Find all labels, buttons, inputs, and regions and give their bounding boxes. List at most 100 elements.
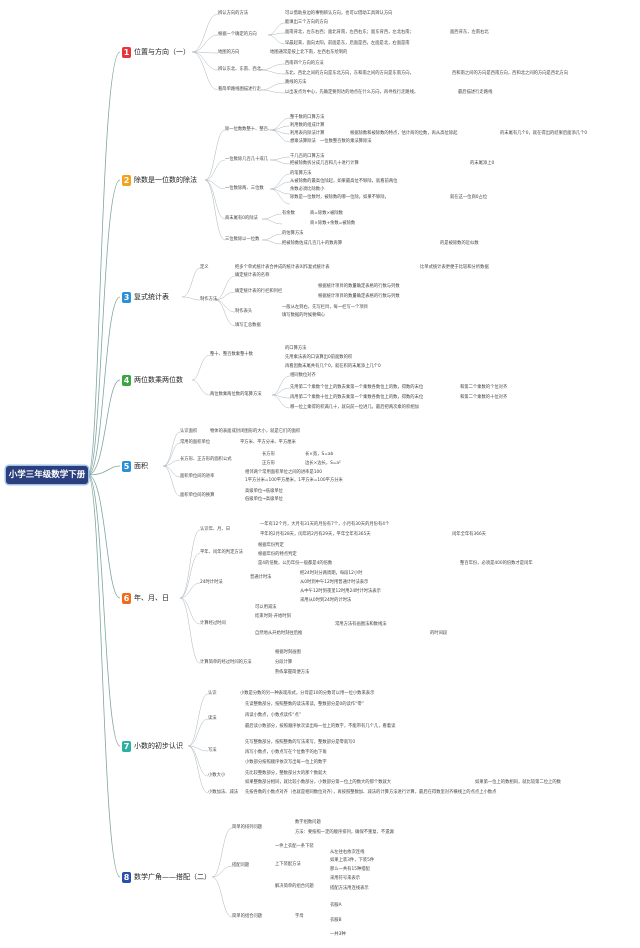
topic-node[interactable]: 先用乘法表的口诀算出0前面数的积 — [285, 355, 353, 360]
topic-node[interactable]: 平方米、平方分米、平方厘米 — [240, 440, 296, 445]
root-topic[interactable]: 小学三年级数学下册 — [6, 466, 88, 484]
topic-node[interactable]: 边长×边长，S=a² — [305, 461, 341, 466]
topic-node[interactable]: 从中午12时到夜里12时用24时计时法表示 — [300, 589, 381, 594]
topic-node[interactable]: 那么一共有15种搭配 — [330, 867, 370, 872]
topic-node[interactable]: 商=除数×被除数 — [310, 211, 343, 216]
topic-node[interactable]: 简单的排列问题 — [232, 825, 263, 830]
topic-node[interactable]: 上下装配方法 — [275, 862, 301, 867]
topic-node[interactable]: 计算简单的经过时间的方法 — [200, 660, 252, 665]
topic-node[interactable]: 比单式统计表更便于比较和分析数据 — [420, 265, 489, 270]
topic-node[interactable]: 自然地从开始时刻往后推 — [255, 631, 303, 636]
topic-node[interactable]: 三位数除以一位数 — [225, 237, 260, 242]
topic-node[interactable]: 先读整数部分，按照整数的读法来读，整数部分是0的读作“零” — [245, 702, 364, 707]
topic-node[interactable]: 从左往右依次连线 — [330, 850, 365, 855]
topic-node[interactable]: 辨认方向的方法 — [218, 11, 249, 16]
section-8[interactable]: 8 数学广角——搭配（二） — [122, 870, 211, 884]
topic-node[interactable]: 数字组数问题 — [295, 820, 321, 825]
topic-node[interactable]: 一件上衣配一条下装 — [275, 844, 314, 849]
topic-node[interactable]: 字母 — [295, 914, 304, 919]
topic-node[interactable]: 先比较整数部分，整数部分大的那个数就大 — [245, 771, 327, 776]
topic-node[interactable]: 填写数据的时候要细心 — [282, 313, 325, 318]
topic-node[interactable]: 根据除数和被除数的特点，估计商的位数，再从高位除起 — [350, 131, 458, 136]
topic-node[interactable]: 确定统计表的名称 — [235, 273, 270, 278]
topic-node[interactable]: 再看因数末尾共有几个0，就在积的末尾添上几个0 — [285, 364, 381, 369]
section-3[interactable]: 3 复式统计表 — [122, 290, 169, 304]
topic-node[interactable]: 的是被除数的近似数 — [440, 241, 479, 246]
topic-node[interactable]: 制作表头 — [235, 309, 253, 314]
section-4[interactable]: 4 两位数乘两位数 — [122, 373, 183, 387]
topic-node[interactable]: 小数部分按照顺序依次写出每一位上的数字 — [245, 760, 327, 765]
topic-node[interactable]: 确定统计表的行栏和列栏 — [235, 289, 283, 294]
topic-node[interactable]: 相同数位对齐 — [290, 373, 316, 378]
topic-node[interactable]: 普通计时法 — [250, 575, 272, 580]
topic-node[interactable]: 常用方法有画图法和数线法 — [335, 622, 387, 627]
topic-node[interactable]: 先写整数部分，按照整数的写法来写，整数部分是零就写0 — [245, 740, 356, 745]
topic-node[interactable]: 最后描述行走路线 — [458, 90, 493, 95]
topic-node[interactable]: 衣服B — [330, 918, 342, 923]
topic-node[interactable]: 如果第一位上的数相同，就比较第二位上的数 — [475, 780, 561, 785]
topic-node[interactable]: 面积单位间的换算 — [180, 493, 215, 498]
topic-node[interactable]: 整千数的口算方法 — [290, 115, 325, 120]
topic-node[interactable]: 根据时刻画图 — [275, 650, 301, 655]
topic-node[interactable]: 一位数除几百几十或几 — [225, 157, 268, 162]
topic-node[interactable]: 整百年份，必须是400的倍数才是闰年 — [460, 561, 533, 566]
topic-node[interactable]: 长方形 — [262, 452, 275, 457]
topic-node[interactable]: 根据一个确定的方向 — [218, 32, 257, 37]
topic-node[interactable]: 搭配方法用连线表示 — [330, 886, 369, 891]
topic-node[interactable]: 正方形 — [262, 461, 275, 466]
topic-node[interactable]: 利用数的组成计算 — [290, 123, 325, 128]
topic-node[interactable]: 的时间段 — [430, 631, 448, 636]
topic-node[interactable]: 辨认东北、东南、西北、 — [218, 67, 266, 72]
topic-node[interactable]: 有余数 — [282, 211, 295, 216]
topic-node[interactable]: 低级单位→高级单位 — [245, 497, 283, 502]
topic-node[interactable]: 面南背北，左东右西；面北背南，左西右东；面东背西，左北右南； — [285, 30, 414, 35]
topic-node[interactable]: 整十、整百数乘整十数 — [210, 352, 253, 357]
topic-node[interactable]: 小数大小 — [208, 773, 226, 778]
topic-node[interactable]: 相邻两个常用面积单位之间的进率是100 — [245, 470, 322, 475]
topic-node[interactable]: 长方形、正方形的面积公式 — [180, 457, 232, 462]
topic-node[interactable]: 的末尾有几个0，就在得出的结果后面添几个0 — [500, 131, 588, 136]
topic-node[interactable]: 制作方法 — [200, 297, 218, 302]
topic-node[interactable]: 利用表内除法计算 — [290, 131, 325, 136]
topic-node[interactable]: 早晨起来，面向太阳，前面是东，后面是西，左面是北，右面是南 — [285, 41, 410, 46]
topic-node[interactable]: 计算经过时间 — [200, 621, 226, 626]
topic-node[interactable]: 一年有12个月，大月有31天的月份有7个，小月有30天的月份有4个 — [260, 522, 390, 527]
topic-node[interactable]: 地图通常是按上北下南，左西右东绘制的 — [270, 50, 348, 55]
topic-node[interactable]: 再读小数点，小数点读作“点” — [245, 713, 302, 718]
topic-node[interactable]: 从被除数的最高位除起，如果最高位不够除，就看前两位 — [290, 179, 398, 184]
topic-node[interactable]: 能填出三个方向的方向 — [285, 20, 328, 25]
topic-node[interactable]: 的笔算方法 — [290, 171, 312, 176]
topic-node[interactable]: 和第二个乘数的个位对齐 — [460, 385, 508, 390]
topic-node[interactable]: 衣服A — [330, 903, 342, 908]
topic-node[interactable]: 高级单位→低级单位 — [245, 489, 283, 494]
topic-node[interactable]: 商末尾有0的除法 — [225, 216, 258, 221]
topic-node[interactable]: 熟练掌握简便方法 — [275, 670, 310, 675]
topic-node[interactable]: 解决简单的组合问题 — [275, 884, 314, 889]
topic-node[interactable]: 采用从0时到24时的计时法 — [300, 598, 352, 603]
topic-node[interactable]: 从0时到中午12时用普通计时法表示 — [300, 580, 369, 585]
topic-node[interactable]: 分段计算 — [275, 660, 293, 665]
topic-node[interactable]: 把24时对分两周期，每段12小时 — [300, 571, 363, 576]
topic-node[interactable]: 除数是一位数时，被除数的哪一位除，如果不够除， — [290, 195, 389, 200]
topic-node[interactable]: 想乘法算除法 — [290, 139, 316, 144]
section-5[interactable]: 5 面积 — [122, 459, 148, 473]
topic-node[interactable]: 把被除数拆分成几百和几十进行计算 — [290, 161, 359, 166]
topic-node[interactable]: 哪一位上乘得的积满几十，就向前一位进几，最后把两次乘的积相加 — [290, 405, 419, 410]
topic-node[interactable]: 认识面积 — [180, 429, 198, 434]
topic-node[interactable]: 就在这一位商0占位 — [450, 195, 488, 200]
topic-node[interactable]: 西南四个方向的方法 — [285, 61, 324, 66]
topic-node[interactable]: 物体的表面或封闭图形的大小，就是它们的面积 — [210, 429, 301, 434]
topic-node[interactable]: 的末尾添上0 — [470, 161, 495, 166]
topic-node[interactable]: 方法：要按照一定的顺序排列，确保不重复、不遗漏 — [295, 830, 394, 835]
topic-node[interactable]: 东北、西北之间的方向是东北方向，东和南之间的方向是东南方向， — [285, 71, 414, 76]
topic-node[interactable]: 千几百的口算方法 — [290, 154, 325, 159]
topic-node[interactable]: 24时计时法 — [200, 580, 223, 585]
topic-node[interactable]: 填写汇总数据 — [235, 323, 261, 328]
topic-node[interactable]: 面积单位间的进率 — [180, 474, 215, 479]
topic-node[interactable]: 最后读小数部分，按照顺序依次读出每一位上的数字，不能带有几个几，看着读 — [245, 724, 396, 729]
topic-node[interactable]: 小数加法、减法 — [208, 790, 239, 795]
topic-node[interactable]: 路线的方法 — [285, 80, 307, 85]
topic-node[interactable]: 地图的方向 — [218, 50, 240, 55]
topic-node[interactable]: 可以借助身边的事物辨认方向，也可以借助工具辨认方向 — [285, 11, 393, 16]
topic-node[interactable]: 认识年、月、日 — [200, 527, 231, 532]
